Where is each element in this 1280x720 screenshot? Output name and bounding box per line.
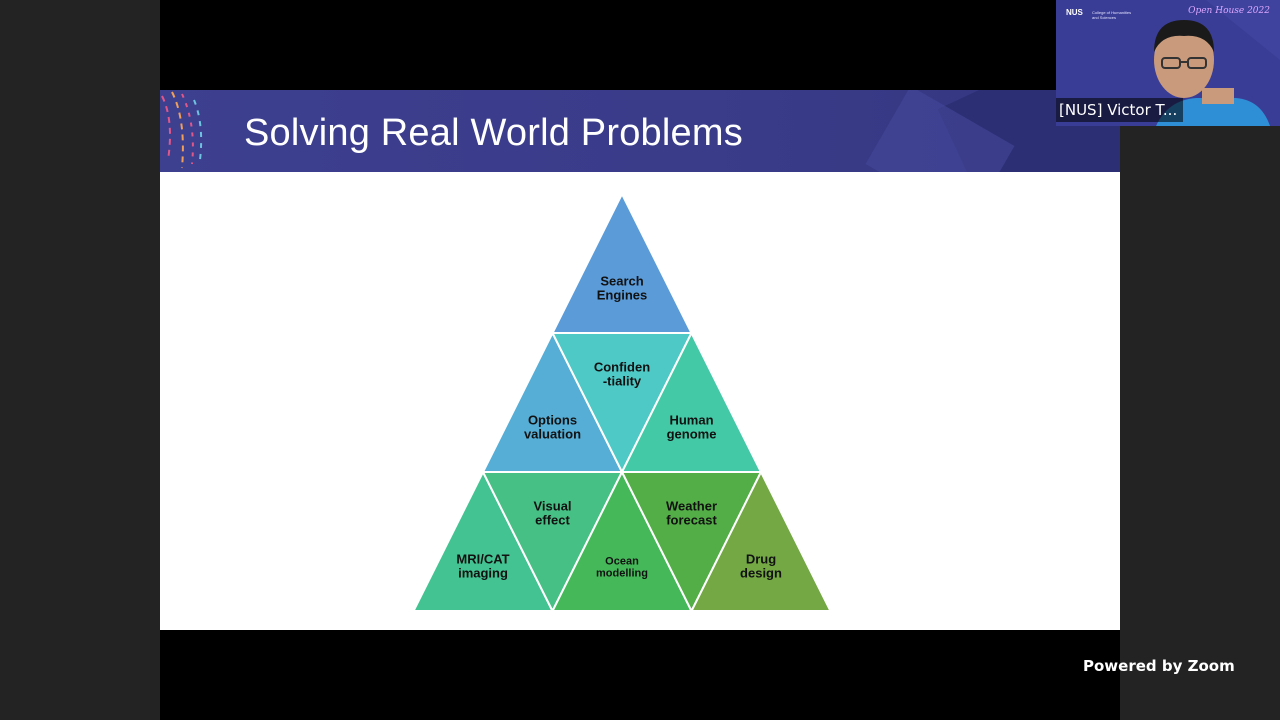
pyramid-label: Human bbox=[669, 413, 713, 428]
left-gutter bbox=[0, 0, 160, 720]
nus-logo: NUS bbox=[1066, 8, 1083, 17]
pyramid-label: effect bbox=[535, 513, 570, 528]
slide-header: Solving Real World Problems bbox=[160, 90, 1120, 172]
pyramid-label: Drug bbox=[746, 552, 776, 567]
open-house-logo: Open House 2022 bbox=[1188, 6, 1270, 17]
pyramid-label: Confiden bbox=[594, 360, 650, 375]
pyramid-label: modelling bbox=[596, 568, 648, 580]
pyramid-label: Options bbox=[528, 413, 577, 428]
pyramid-label: genome bbox=[667, 427, 717, 442]
participant-name-label: [NUS] Victor T... bbox=[1056, 98, 1184, 122]
pyramid-label: design bbox=[740, 566, 782, 581]
pyramid-label: Ocean bbox=[605, 556, 639, 568]
nus-logo-subtext: College of Humanities and Sciences bbox=[1092, 10, 1132, 20]
pyramid-label: Weather bbox=[666, 499, 717, 514]
pyramid-label: Visual bbox=[533, 499, 571, 514]
pyramid-label: Engines bbox=[597, 288, 648, 303]
pyramid-label: -tiality bbox=[603, 374, 642, 389]
header-swirl-decoration bbox=[161, 91, 203, 169]
pyramid-label: MRI/CAT bbox=[456, 552, 509, 567]
pyramid-label: imaging bbox=[458, 566, 508, 581]
participant-video-tile[interactable]: NUS College of Humanities and Sciences O… bbox=[1056, 0, 1280, 126]
pyramid-label: Search bbox=[600, 274, 643, 289]
pyramid-triangle bbox=[689, 469, 833, 612]
pyramid-label: valuation bbox=[524, 427, 581, 442]
powered-by-zoom-label: Powered by Zoom bbox=[1083, 657, 1235, 675]
slide-title: Solving Real World Problems bbox=[244, 112, 743, 154]
pyramid-label: forecast bbox=[666, 513, 717, 528]
open-house-text: Open House 2022 bbox=[1188, 6, 1270, 16]
pyramid-triangle bbox=[550, 191, 694, 334]
